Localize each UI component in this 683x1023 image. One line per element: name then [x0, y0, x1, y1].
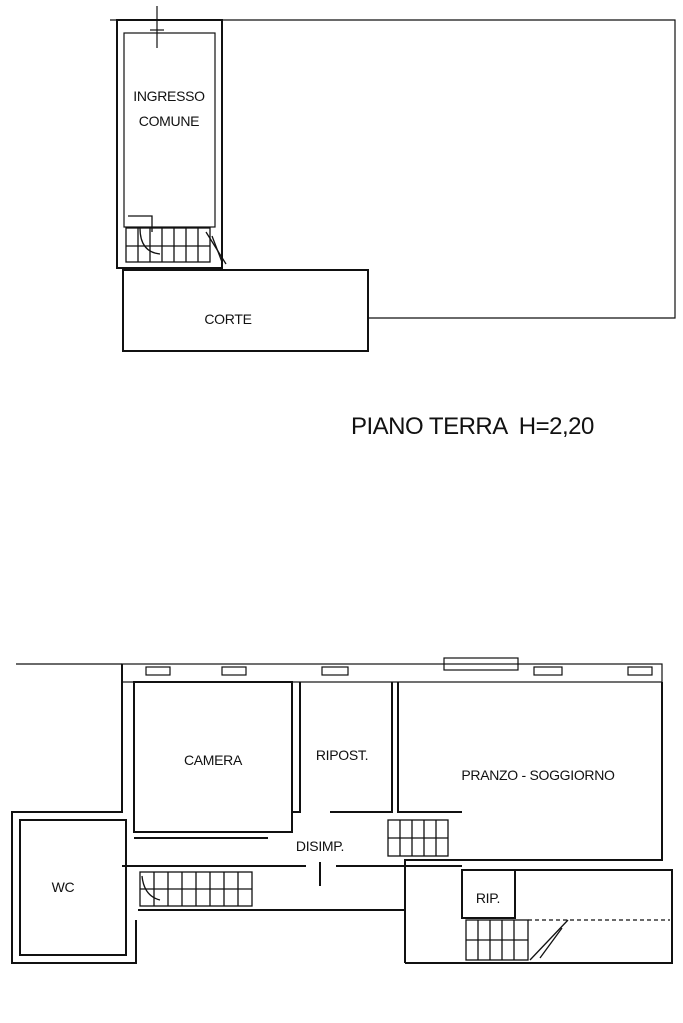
upper-right-wall: [404, 682, 663, 963]
disimp-staircase: [387, 819, 449, 857]
upper-floor-plan: CAMERA RIPOST. PRANZO - SOGGIORNO DISIMP…: [11, 657, 673, 964]
pranzo-soggiorno-label: PRANZO - SOGGIORNO: [461, 767, 615, 783]
pranzo-left-wall: [397, 682, 462, 813]
rip-staircase: [465, 919, 670, 961]
wc-walls: [19, 819, 127, 956]
rip-outer-wall: [405, 869, 673, 964]
rip-label: RIP.: [476, 890, 500, 906]
camera-label: CAMERA: [184, 752, 243, 768]
ripost-left-wall: [291, 682, 301, 813]
upper-outer-wall: [11, 664, 137, 964]
ingresso-staircase: [125, 215, 227, 265]
ingresso-label-line1: INGRESSO: [133, 88, 205, 104]
ground-floor-plan: INGRESSO COMUNE CORTE PIANO TERRA H=2,20: [110, 6, 676, 440]
rip-walls: [461, 869, 516, 919]
corridor-staircase: [139, 871, 253, 907]
upper-facade-wall: [121, 663, 663, 683]
ripost-label: RIPOST.: [316, 747, 368, 763]
ingresso-comune-inner-wall: [123, 32, 216, 228]
ground-floor-outline: [222, 19, 676, 319]
wc-label: WC: [52, 879, 75, 895]
ripost-bottom-wall: [330, 682, 393, 813]
disimp-label: DISIMP.: [296, 838, 344, 854]
ingresso-label-line2: COMUNE: [139, 113, 199, 129]
corte-label: CORTE: [204, 311, 251, 327]
facade-windows: [145, 657, 653, 676]
ingresso-comune-outer-wall: [116, 19, 223, 269]
ground-floor-caption: PIANO TERRA H=2,20: [351, 413, 594, 440]
corte-outline: [122, 269, 369, 352]
